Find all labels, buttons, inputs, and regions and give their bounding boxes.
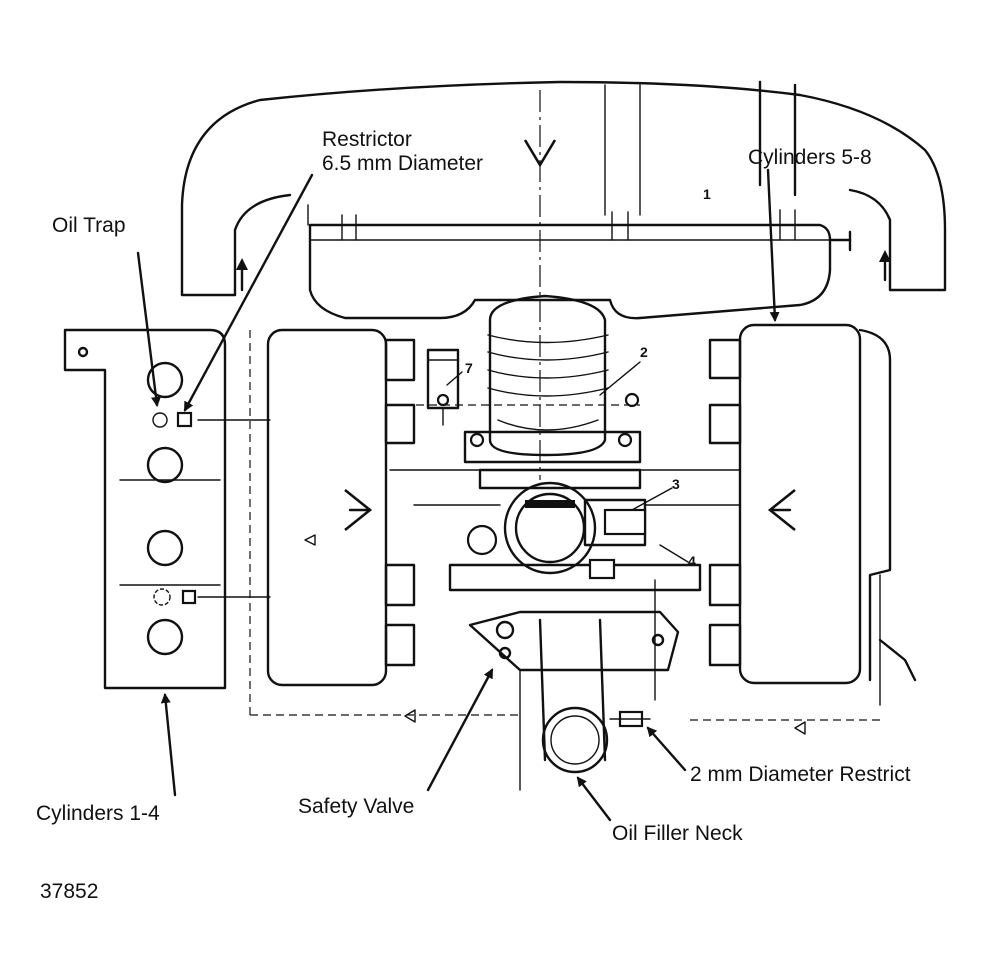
restrictor-label-line1: Restrictor xyxy=(322,128,412,151)
air-intake-duct xyxy=(180,80,947,480)
figure-number: 37852 xyxy=(40,880,99,903)
cylinders-1-4-label: Cylinders 1-4 xyxy=(36,802,160,825)
oil-filler-assembly xyxy=(468,610,680,774)
throttle-body xyxy=(390,294,642,464)
plenum xyxy=(308,209,852,320)
callout-2: 2 xyxy=(640,344,648,360)
leader-lines xyxy=(136,168,780,822)
restrictor-label-line2: 6.5 mm Diameter xyxy=(322,152,484,175)
right-cylinder-head xyxy=(708,323,892,685)
oil-trap-label: Oil Trap xyxy=(52,214,126,237)
safety-valve-label: Safety Valve xyxy=(298,795,415,818)
cylinders-5-8-label: Cylinders 5-8 xyxy=(748,146,872,169)
vent-lines xyxy=(197,330,917,791)
callout-7: 7 xyxy=(465,360,473,376)
left-crankcase xyxy=(63,328,227,690)
restrict-2mm-label: 2 mm Diameter Restrict xyxy=(690,763,911,786)
left-cylinder-head xyxy=(266,328,416,687)
callout-4: 4 xyxy=(688,553,696,569)
callout-1: 1 xyxy=(703,186,711,202)
valve-7 xyxy=(426,348,460,426)
callout-3: 3 xyxy=(672,476,680,492)
oil-filler-neck-label: Oil Filler Neck xyxy=(612,822,743,845)
central-assembly xyxy=(448,468,702,592)
